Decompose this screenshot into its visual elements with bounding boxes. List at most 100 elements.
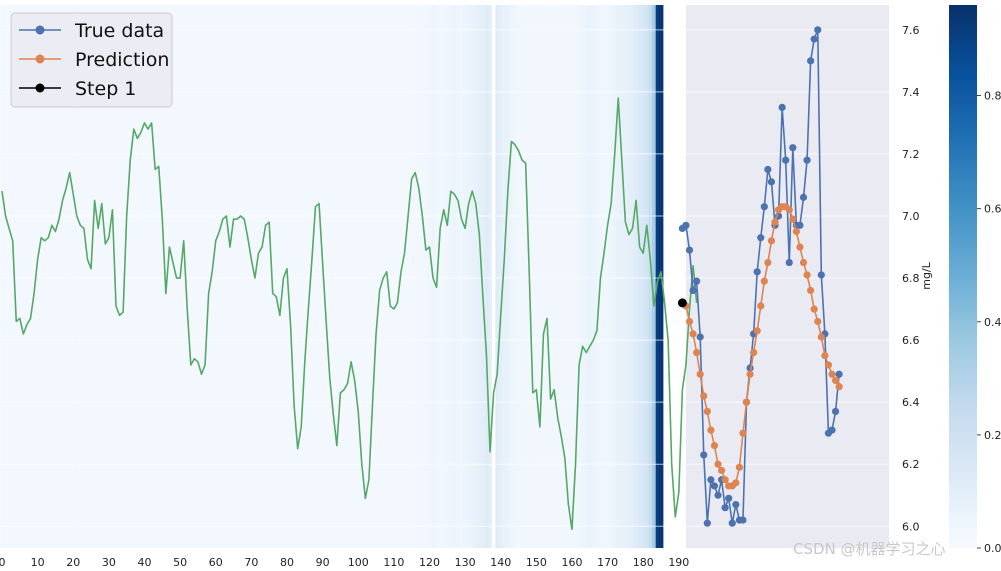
data-point [835, 370, 843, 378]
attention-cell [477, 5, 482, 548]
legend-marker-prediction [35, 54, 45, 64]
attention-cell [612, 5, 618, 548]
y-tick-label: 6.4 [902, 396, 920, 409]
x-tick-label: 70 [244, 556, 258, 567]
attention-cell [242, 5, 247, 548]
legend: True data Prediction Step 1 [10, 12, 173, 108]
attention-cell [420, 5, 425, 548]
data-point [707, 476, 715, 484]
data-point [742, 398, 751, 406]
attention-cell [452, 5, 457, 548]
attention-cell [342, 5, 347, 548]
attention-cell [616, 5, 621, 548]
x-tick-label: 150 [526, 556, 547, 567]
x-tick-label: 130 [455, 556, 476, 567]
y-tick-label: 6.2 [902, 458, 920, 471]
attention-cell [164, 5, 169, 548]
data-point [760, 277, 768, 285]
attention-cell [75, 5, 80, 548]
attention-cell [224, 5, 229, 548]
attention-cell [473, 5, 479, 548]
attention-cell [356, 5, 361, 548]
watermark-text: CSDN @机器学习之心 [793, 540, 946, 558]
x-tick-label: 160 [561, 556, 582, 567]
y-tick-label: 6.6 [902, 334, 920, 347]
history-series [1, 97, 698, 531]
data-point [725, 494, 733, 502]
attention-cell [484, 5, 489, 548]
data-point [828, 426, 836, 434]
data-point [814, 317, 822, 326]
step1-series [677, 298, 687, 308]
y-tick-label: 7.0 [902, 210, 920, 223]
attention-cell [513, 5, 518, 548]
data-point [682, 221, 690, 229]
data-point [689, 286, 697, 295]
data-point [750, 348, 758, 357]
x-tick-label: 90 [316, 556, 330, 567]
data-point [739, 429, 747, 437]
data-point [817, 333, 825, 341]
attention-cell [99, 5, 105, 548]
x-tick-label: 190 [668, 556, 689, 567]
attention-cell [331, 5, 336, 548]
attention-cell [32, 5, 37, 548]
attention-cell [42, 5, 48, 548]
legend-marker-step1 [35, 83, 45, 93]
attention-cell [587, 5, 593, 548]
attention-cell [110, 5, 115, 548]
attention-cell [292, 5, 297, 548]
attention-cell [89, 5, 94, 548]
x-tick-label: 50 [173, 556, 187, 567]
attention-cell [441, 5, 447, 548]
data-point [789, 144, 797, 152]
data-point [796, 243, 804, 251]
data-point [807, 286, 815, 295]
attention-cell [0, 5, 5, 548]
colorbar-tick-label: 0.4 [984, 316, 1001, 329]
data-point [824, 361, 833, 369]
attention-cell [274, 5, 279, 548]
attention-cell [64, 5, 69, 548]
data-point [714, 491, 722, 499]
attention-cell [246, 5, 251, 548]
data-point [710, 442, 719, 450]
attention-cell [438, 5, 443, 548]
attention-cell [580, 5, 586, 548]
attention-cell [249, 5, 254, 548]
data-point [696, 333, 704, 341]
data-point [831, 376, 840, 385]
attention-cell [181, 5, 187, 548]
colorbar-tick-label: 0.6 [984, 203, 1001, 216]
data-point [693, 348, 701, 357]
colorbar-ticks: 0.00.20.40.60.8 [977, 90, 1001, 555]
attention-cell [210, 5, 215, 548]
x-tick-label: 30 [102, 556, 116, 567]
attention-cell [637, 5, 643, 548]
plot-area [0, 5, 889, 548]
attention-cell [153, 5, 158, 548]
attention-cell [548, 5, 553, 548]
data-point [821, 352, 829, 360]
attention-cell [338, 5, 343, 548]
attention-cell [644, 5, 650, 548]
forecast-region-background [685, 5, 889, 548]
attention-cell [324, 5, 329, 548]
x-tick-label: 170 [597, 556, 618, 567]
attention-cell [18, 5, 23, 548]
legend-label-step1: Step 1 [75, 78, 136, 100]
data-point [835, 383, 843, 391]
attention-cell [288, 5, 293, 548]
attention-cell [103, 5, 108, 548]
data-point [693, 277, 701, 285]
data-point [767, 237, 776, 245]
attention-cell [82, 5, 87, 548]
legend-entry-step1: Step 1 [19, 78, 136, 100]
y-tick-label: 6.8 [902, 272, 920, 285]
legend-label-prediction: Prediction [75, 49, 169, 71]
attention-cell [317, 5, 322, 548]
attention-cell [605, 5, 610, 548]
data-point [757, 302, 765, 310]
data-point [685, 246, 694, 254]
